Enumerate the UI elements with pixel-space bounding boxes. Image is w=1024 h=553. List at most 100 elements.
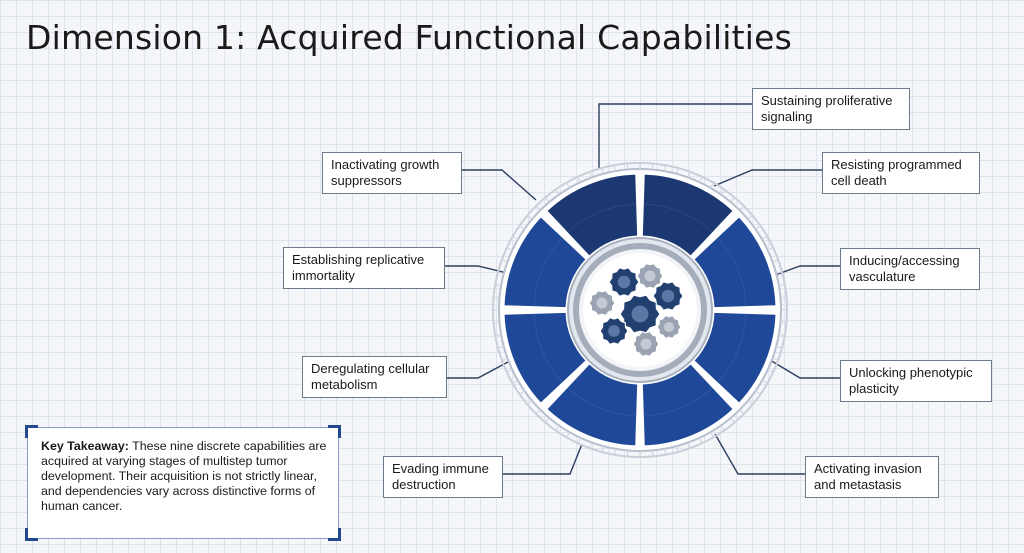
cell-nucleus	[617, 275, 631, 289]
ring-tick	[739, 205, 745, 211]
capability-segment	[503, 311, 587, 404]
ring-tick	[767, 369, 774, 373]
ring-tick	[566, 431, 570, 438]
ring-tick	[545, 417, 550, 423]
capability-label: Inactivating growth suppressors	[322, 152, 462, 194]
capability-label: Sustaining proliferative signaling	[752, 88, 910, 130]
ring-tick	[555, 189, 560, 195]
ring-tick	[663, 448, 667, 455]
capability-label: Unlocking phenotypic plasticity	[840, 360, 992, 402]
ring-tick	[545, 197, 550, 203]
key-takeaway-heading: Key Takeaway:	[41, 439, 129, 453]
capability-segment	[641, 363, 734, 447]
ring-tick	[506, 247, 513, 251]
capability-segment	[641, 173, 734, 257]
capability-label: Establishing replicative immortality	[283, 247, 445, 289]
connector-line	[503, 443, 583, 475]
ring-tick	[772, 357, 779, 361]
ring-tick	[663, 165, 667, 172]
capability-segment	[546, 363, 639, 447]
ring-tick	[566, 182, 570, 189]
ring-tick	[555, 425, 560, 431]
ring-tick	[535, 205, 541, 211]
ring-tick	[772, 259, 779, 263]
ring-tick	[495, 283, 502, 287]
connector-line	[447, 361, 509, 379]
ring-tick	[577, 437, 581, 444]
capability-segment	[693, 216, 777, 309]
capability-label: Resisting programmed cell death	[822, 152, 980, 194]
ring-tick	[493, 321, 500, 324]
ring-tick	[699, 176, 703, 183]
capability-label: Evading immune destruction	[383, 456, 503, 498]
ring-tick	[501, 259, 508, 263]
ring-tick	[601, 167, 604, 174]
tumor-cell-cluster	[588, 262, 684, 358]
capability-label: Deregulating cellular metabolism	[302, 356, 447, 398]
ring-tick	[778, 283, 785, 287]
capability-label: Inducing/accessing vasculature	[840, 248, 980, 290]
ring-tick	[676, 446, 679, 453]
ring-tick	[651, 163, 654, 170]
key-takeaway-box: Key Takeaway: These nine discrete capabi…	[25, 425, 341, 541]
ring-tick	[739, 409, 745, 415]
ring-tick	[613, 448, 617, 455]
ring-tick	[506, 369, 513, 373]
cell-nucleus	[644, 270, 656, 282]
ring-tick	[710, 431, 714, 438]
ring-tick	[519, 390, 525, 395]
ring-tick	[776, 346, 783, 349]
ring-tick	[519, 225, 525, 230]
ring-tick	[755, 225, 761, 230]
ring-tick	[761, 380, 768, 384]
cell-nucleus	[663, 321, 675, 333]
ring-tick	[755, 390, 761, 395]
ring-tick	[710, 182, 714, 189]
ring-tick	[767, 247, 774, 251]
key-takeaway-text: These nine discrete capabilities are acq…	[41, 439, 327, 513]
ring-tick	[651, 450, 654, 457]
ring-tick	[720, 425, 725, 431]
connector-line	[769, 265, 840, 278]
ring-tick	[747, 215, 753, 220]
ring-tick	[495, 333, 502, 337]
cell-nucleus	[661, 289, 675, 303]
ring-tick	[589, 171, 593, 178]
ring-tick	[720, 189, 725, 195]
cell-nucleus	[640, 338, 652, 350]
capability-segment	[503, 216, 587, 309]
cell-nucleus	[608, 325, 620, 337]
ring-tick	[527, 400, 533, 405]
ring-tick	[497, 271, 504, 274]
connector-line	[462, 169, 537, 201]
connector-line	[598, 103, 752, 168]
cell-nucleus	[631, 305, 649, 323]
ring-tick	[730, 197, 735, 203]
ring-tick	[687, 171, 691, 178]
ring-tick	[780, 321, 787, 324]
ring-tick	[535, 409, 541, 415]
ring-tick	[527, 215, 533, 220]
ring-tick	[776, 271, 783, 274]
ring-tick	[699, 437, 703, 444]
ring-tick	[497, 346, 504, 349]
ring-tick	[613, 165, 617, 172]
page-title: Dimension 1: Acquired Functional Capabil…	[26, 18, 792, 57]
capability-label: Activating invasion and metastasis	[805, 456, 939, 498]
ring-tick	[747, 400, 753, 405]
ring-tick	[676, 167, 679, 174]
connector-line	[714, 433, 805, 475]
connector-line	[769, 359, 840, 379]
capability-segment	[546, 173, 639, 257]
ring-tick	[589, 442, 593, 449]
ring-tick	[512, 236, 519, 240]
ring-tick	[512, 380, 519, 384]
ring-tick	[687, 442, 691, 449]
ring-tick	[626, 163, 629, 170]
ring-tick	[601, 446, 604, 453]
connector-line	[713, 169, 822, 187]
ring-tick	[493, 296, 500, 299]
ring-tick	[626, 450, 629, 457]
ring-tick	[501, 357, 508, 361]
